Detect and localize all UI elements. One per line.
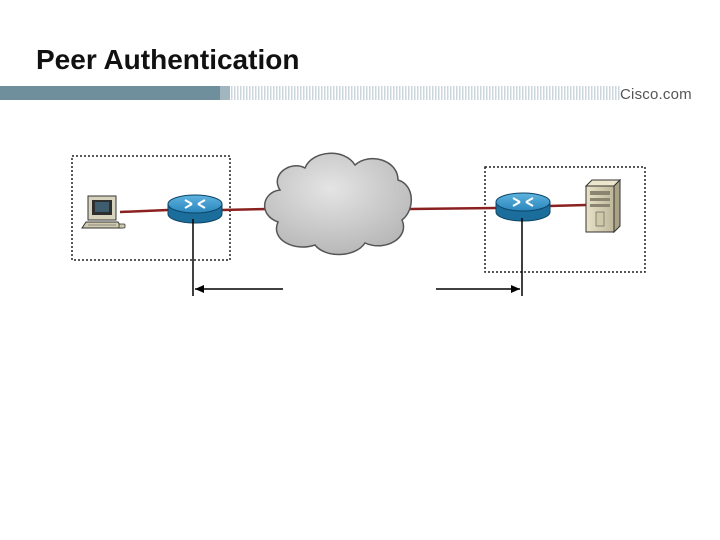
router-right-icon: [495, 192, 551, 222]
workstation-icon: [81, 195, 126, 229]
title-bar: [0, 86, 620, 100]
slide-title: Peer Authentication: [36, 44, 300, 75]
remote-site-boundary: [484, 166, 646, 273]
server-icon: [584, 178, 622, 234]
router-left-icon: [167, 194, 223, 224]
brand-logo: Cisco.com: [620, 86, 692, 103]
local-site-boundary: [71, 155, 231, 261]
link-router-left-cloud: [221, 207, 269, 212]
link-pc-router-left: [119, 208, 169, 214]
link-router-right-server: [548, 203, 587, 208]
link-cloud-router-right: [409, 206, 497, 211]
network-links: [119, 203, 587, 214]
network-cloud-icon: [264, 152, 412, 256]
